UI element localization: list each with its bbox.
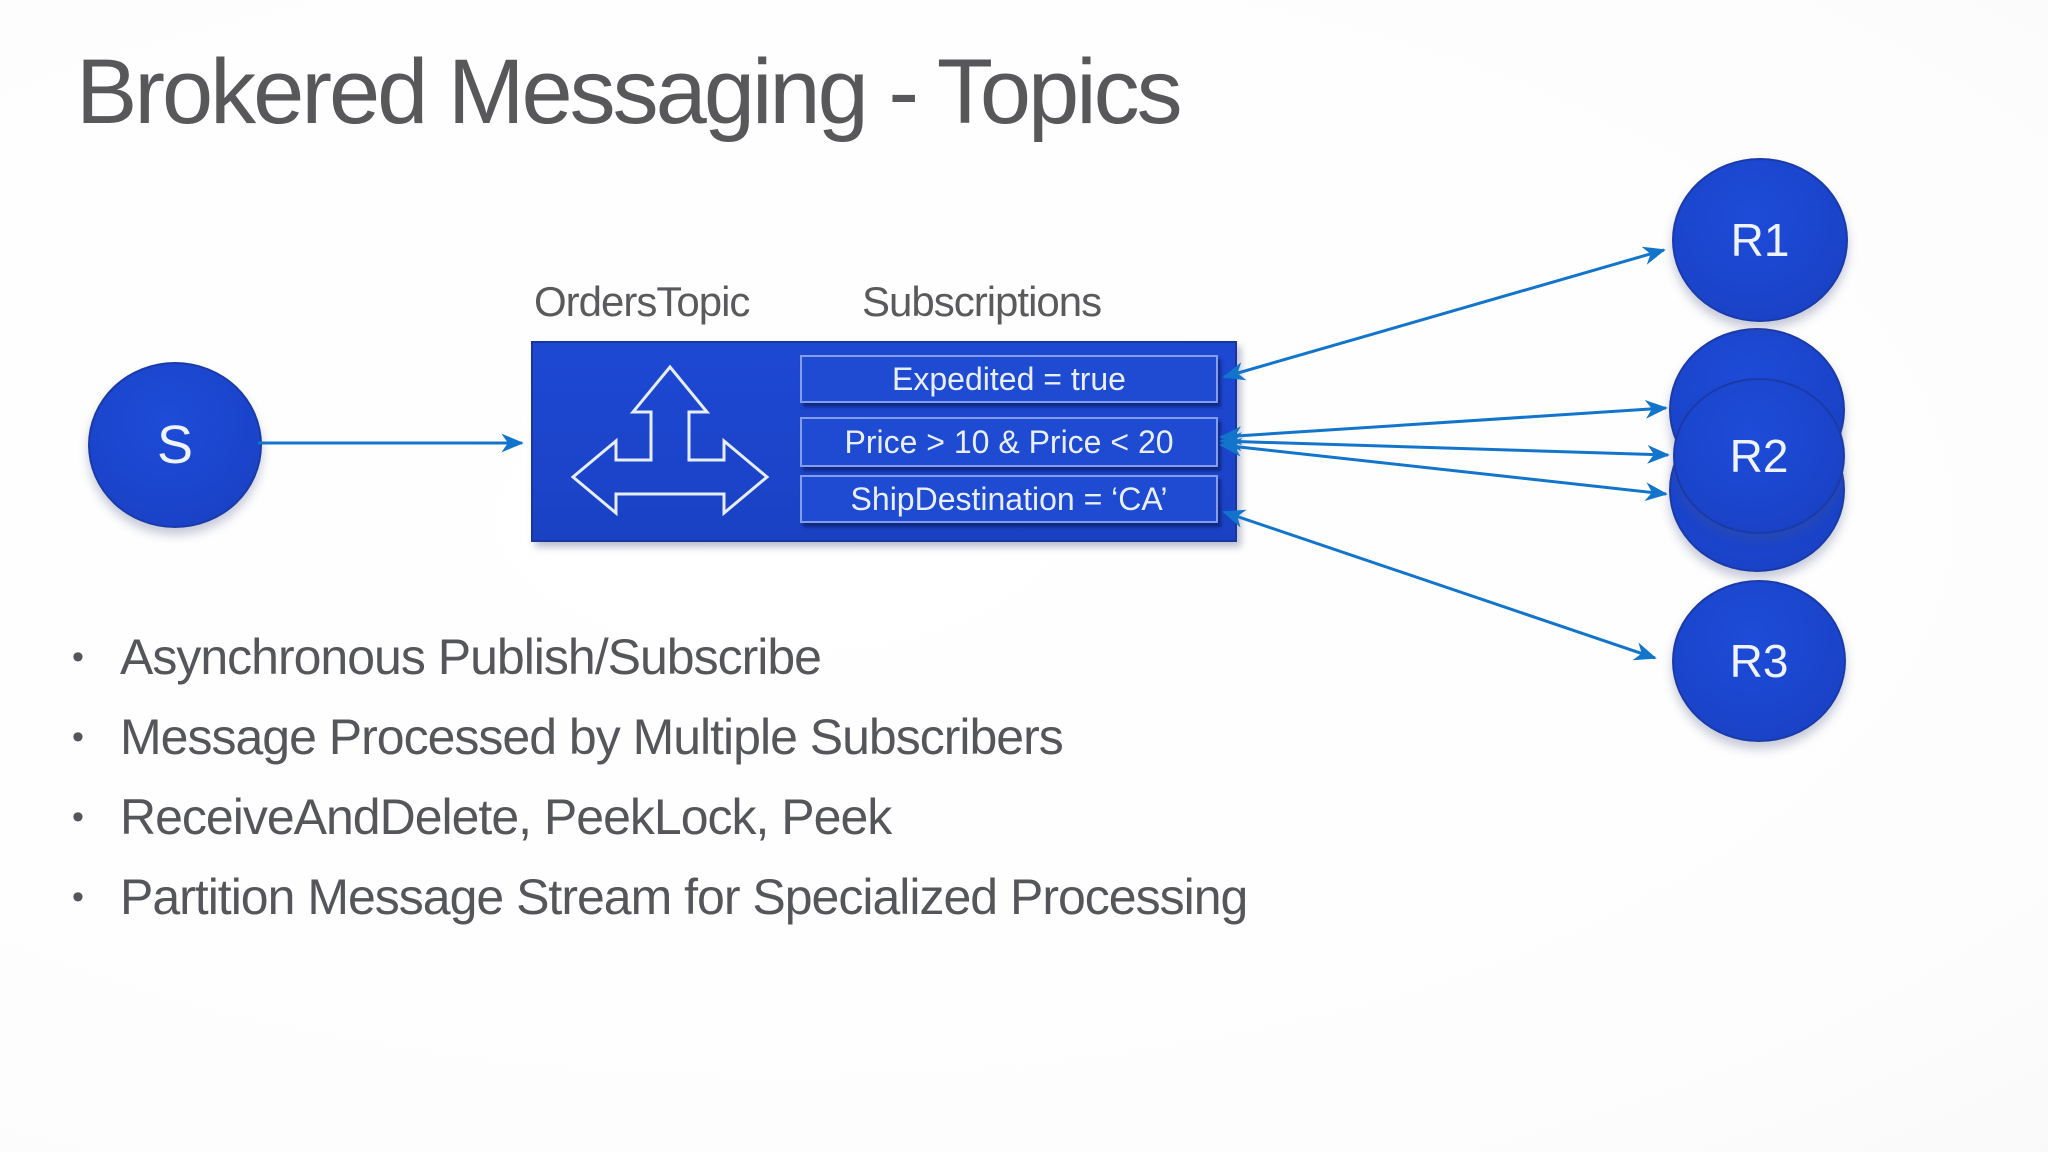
bullet-dot: • xyxy=(72,637,84,676)
bullet-dot: • xyxy=(72,877,84,916)
subscription-row-shipdestination: ShipDestination = ‘CA’ xyxy=(800,475,1218,523)
bullet-item: • Partition Message Stream for Specializ… xyxy=(64,857,1248,937)
arrow-sub1-r1 xyxy=(1222,246,1666,381)
receiver-circle-r3: R3 xyxy=(1672,580,1846,742)
receiver-label: R1 xyxy=(1730,214,1790,266)
receiver-circle-r2: R2 xyxy=(1673,378,1845,534)
bullet-text: Asynchronous Publish/Subscribe xyxy=(120,629,822,685)
bullet-text: Message Processed by Multiple Subscriber… xyxy=(120,709,1064,765)
left-right-up-arrow-icon xyxy=(570,364,770,517)
sender-circle: S xyxy=(88,362,262,528)
subscription-row-price: Price > 10 & Price < 20 xyxy=(800,417,1218,467)
slide-title: Brokered Messaging - Topics xyxy=(76,41,1183,143)
bullet-item: • ReceiveAndDelete, PeekLock, Peek xyxy=(64,777,1247,857)
receiver-circle-r1: R1 xyxy=(1672,158,1848,322)
bullet-item: • Asynchronous Publish/Subscribe xyxy=(64,617,1247,697)
receiver-label: R2 xyxy=(1729,430,1789,482)
orders-topic-label: OrdersTopic xyxy=(534,278,750,325)
arrow-sub2-r2a xyxy=(1219,399,1668,446)
bullet-item: • Message Processed by Multiple Subscrib… xyxy=(64,697,1247,777)
arrow-sub3-r3 xyxy=(1222,509,1657,661)
orders-topic-box: Expedited = true Price > 10 & Price < 20… xyxy=(531,341,1237,542)
subscription-rule-label: Price > 10 & Price < 20 xyxy=(844,423,1174,460)
bullet-text: ReceiveAndDelete, PeekLock, Peek xyxy=(120,789,892,845)
bullet-dot: • xyxy=(72,797,84,836)
arrow-sub2-r2b xyxy=(1219,432,1670,464)
bullet-list: • Asynchronous Publish/Subscribe • Messa… xyxy=(64,617,1248,937)
subscription-row-expedited: Expedited = true xyxy=(800,355,1218,403)
bullet-dot: • xyxy=(72,717,84,756)
subscriptions-label: Subscriptions xyxy=(862,278,1102,325)
subscription-rule-label: Expedited = true xyxy=(892,360,1126,397)
sender-label: S xyxy=(156,415,194,475)
subscription-rule-label: ShipDestination = ‘CA’ xyxy=(850,480,1168,517)
receiver-label: R3 xyxy=(1729,635,1789,687)
bullet-text: Partition Message Stream for Specialized… xyxy=(120,869,1248,925)
arrow-sub2-r2c xyxy=(1219,437,1668,502)
